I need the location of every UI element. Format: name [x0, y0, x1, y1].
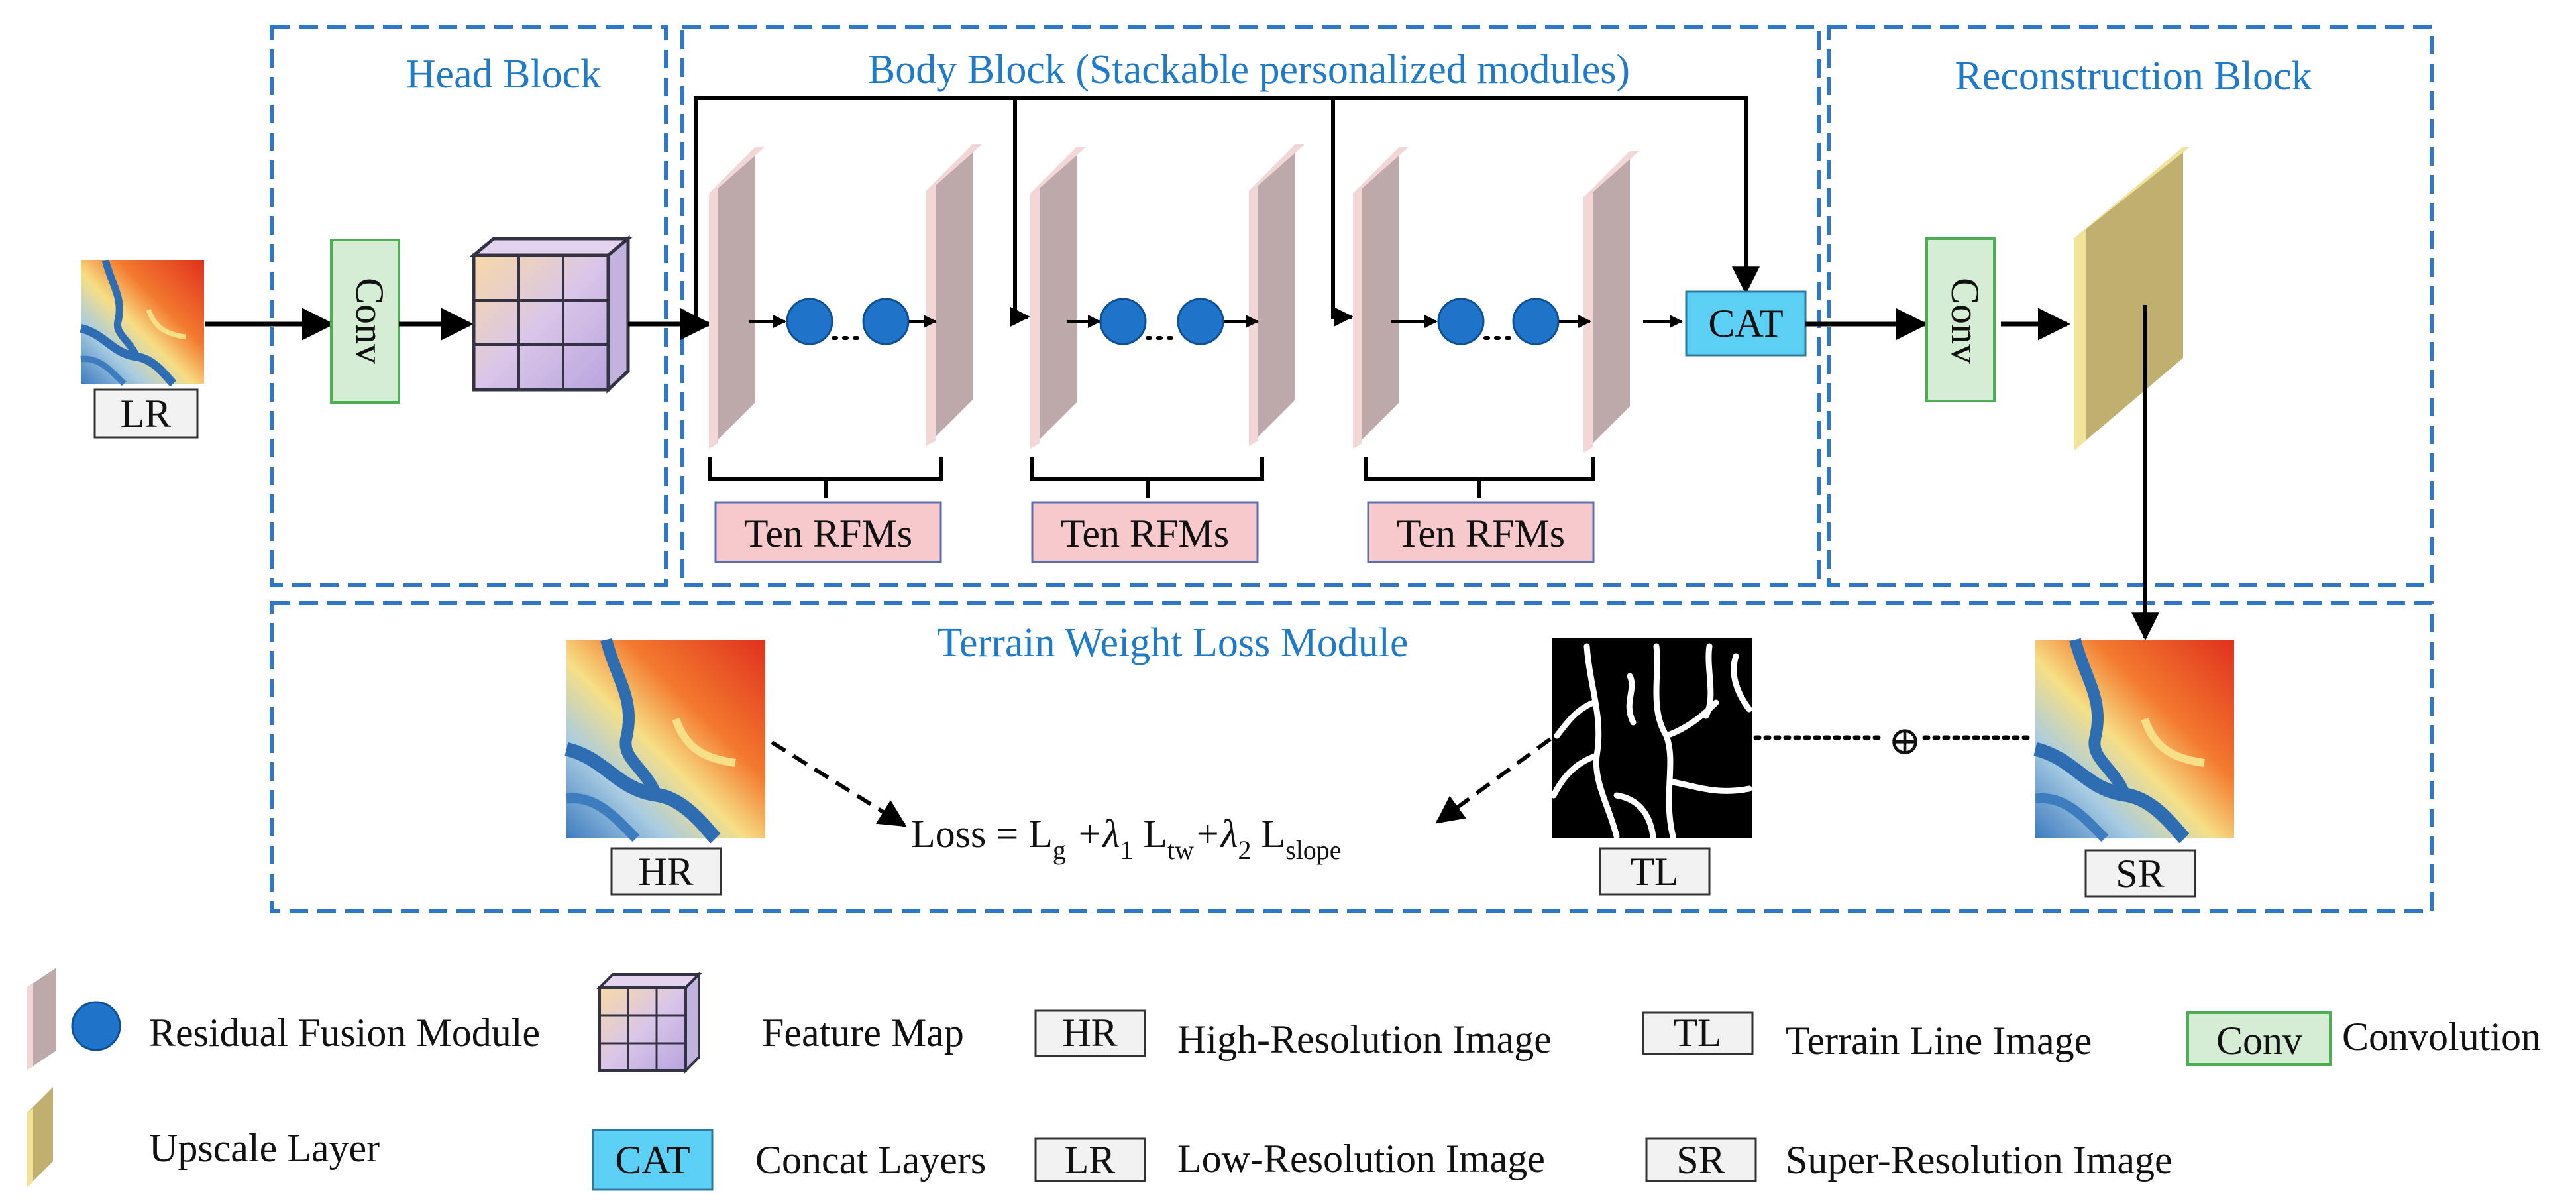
legend-feature-map-icon	[596, 971, 702, 1074]
ten-rfms-box-3	[1367, 501, 1595, 563]
legend-sr-box	[1645, 1137, 1757, 1182]
rfm-panel-1b	[926, 144, 982, 446]
reconstruction-block-frame	[1827, 25, 2434, 587]
legend-conv-box	[2186, 1011, 2332, 1066]
ten-rfms-box-2	[1031, 501, 1259, 563]
legend-cat-box-label: CAT	[615, 1138, 690, 1182]
hr-label: HR	[638, 850, 693, 893]
rfm-chain-1	[749, 298, 937, 345]
conv-head-box	[330, 239, 400, 404]
body-block-title: Body Block (Stackable personalized modul…	[868, 47, 1630, 92]
hr-image	[566, 640, 765, 838]
rfm-panel-3b	[1583, 151, 1639, 453]
legend-conv-text: Convolution	[2342, 1015, 2541, 1059]
legend-upscale-text: Upscale Layer	[149, 1126, 380, 1170]
sr-image	[2035, 640, 2234, 838]
brace-group-1	[708, 457, 943, 498]
tl-image	[1550, 638, 1752, 840]
body-block-frame	[680, 25, 1821, 587]
rfm-panel-2a	[1030, 147, 1086, 449]
legend-lr-box	[1034, 1137, 1146, 1182]
arrow-tl-to-loss	[1435, 737, 1552, 824]
sr-label: SR	[2116, 852, 2164, 895]
rfm-panel-1a	[709, 147, 765, 449]
lr-label-box	[93, 388, 199, 439]
tl-label-box	[1599, 847, 1711, 896]
head-block-title: Head Block	[406, 52, 601, 97]
arrow-hr-to-loss	[771, 740, 907, 827]
legend-conv-box-label: Conv	[2216, 1019, 2302, 1062]
legend-tl-box-label: TL	[1673, 1011, 1721, 1055]
lr-label: LR	[121, 392, 172, 435]
legend-lr-box-label: LR	[1065, 1138, 1116, 1182]
brace-group-2	[1030, 457, 1264, 498]
legend: Residual Fusion Module Feature Map HR Hi…	[27, 968, 2541, 1191]
legend-sr-box-label: SR	[1676, 1138, 1725, 1182]
ten-rfms-box-1	[714, 501, 942, 563]
feature-map-cube	[469, 235, 633, 394]
sum-symbol: ⊕	[1888, 719, 1921, 763]
lr-input-image	[81, 260, 204, 384]
sr-label-box	[2084, 849, 2196, 898]
hr-label-box	[610, 847, 722, 896]
ten-rfms-label-1: Ten RFMs	[744, 512, 912, 555]
tl-label: TL	[1630, 850, 1678, 893]
head-block-frame	[270, 25, 668, 587]
skip-connections	[694, 96, 1760, 327]
legend-sr-text: Super-Resolution Image	[1786, 1138, 2173, 1182]
legend-rfm-icon	[27, 968, 121, 1070]
legend-upscale-icon	[27, 1087, 53, 1188]
legend-cat-text: Concat Layers	[755, 1138, 986, 1182]
rfm-panel-3a	[1353, 147, 1409, 449]
legend-tl-box	[1642, 1011, 1754, 1055]
ten-rfms-label-3: Ten RFMs	[1397, 512, 1565, 555]
cat-label: CAT	[1708, 302, 1783, 345]
conv-head-label: Conv	[348, 278, 392, 364]
ten-rfms-label-2: Ten RFMs	[1061, 512, 1229, 555]
brace-group-3	[1364, 457, 1595, 498]
rfm-panel-2b	[1249, 144, 1305, 446]
legend-hr-box	[1034, 1009, 1146, 1057]
legend-feature-map-text: Feature Map	[762, 1011, 964, 1055]
conv-recon-label: Conv	[1943, 278, 1987, 364]
legend-hr-text: High-Resolution Image	[1177, 1017, 1552, 1061]
terrain-weight-loss-title: Terrain Weight Loss Module	[937, 620, 1408, 665]
legend-hr-box-label: HR	[1062, 1011, 1117, 1055]
conv-recon-box	[1925, 237, 1996, 402]
legend-cat-box	[592, 1129, 714, 1191]
rfm-chain-3	[1391, 298, 1683, 345]
upscale-layer	[2074, 147, 2190, 451]
reconstruction-block-title: Reconstruction Block	[1955, 54, 2312, 99]
cat-box	[1685, 290, 1807, 357]
rfm-chain-2	[1067, 298, 1259, 345]
terrain-weight-loss-frame	[270, 601, 2434, 913]
legend-rfm-text: Residual Fusion Module	[149, 1011, 540, 1055]
legend-tl-text: Terrain Line Image	[1786, 1019, 2092, 1062]
loss-formula: Loss = Lg +λ1 Ltw+λ2 Lslope	[911, 812, 1342, 865]
legend-lr-text: Low-Resolution Image	[1177, 1137, 1545, 1180]
